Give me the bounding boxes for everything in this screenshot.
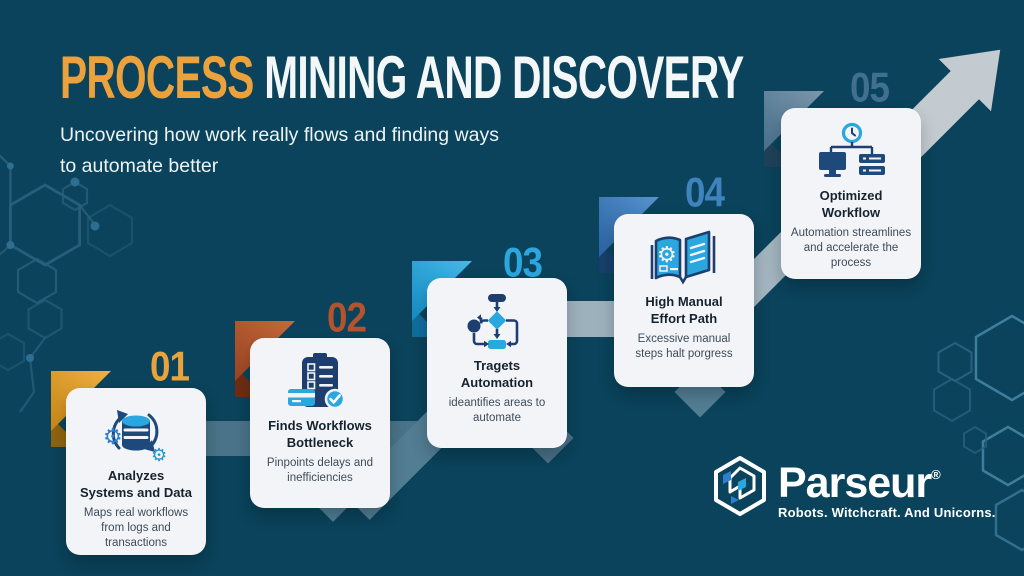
subtitle-line-1: Uncovering how work really flows and fin… <box>60 124 499 146</box>
step-title: Finds Workflows Bottleneck <box>268 418 372 450</box>
svg-text:⚙: ⚙ <box>657 243 677 268</box>
page-title: PROCESS MINING AND DISCOVERY <box>60 47 744 108</box>
title-accent: PROCESS <box>60 43 254 112</box>
page-subtitle: Uncovering how work really flows and fin… <box>60 120 1024 182</box>
brand-logo: Parseur® Robots. Witchcraft. And Unicorn… <box>712 455 996 520</box>
database-sync-icon: ⚙ ⚙ <box>103 410 167 466</box>
brand-text: Parseur® Robots. Witchcraft. And Unicorn… <box>778 455 996 521</box>
step-number-3: 03 <box>503 239 543 287</box>
step-description: Maps real workflows from logs and transa… <box>83 506 189 550</box>
step-card-5: Optimized Workflow Automation streamline… <box>781 108 921 279</box>
clipboard-checklist-icon <box>288 353 346 410</box>
step-description: Pinpoints delays and inefficiencies <box>266 456 374 484</box>
monitor-server-clock-icon <box>819 122 885 177</box>
step-title: Analyzes Systems and Data <box>80 468 192 500</box>
step-description: Automation streamlines and accelerate th… <box>790 226 912 270</box>
svg-text:⚙: ⚙ <box>103 425 123 450</box>
parseur-hexagon-logo-icon <box>714 456 766 516</box>
step-description: ideantifies areas to automate <box>448 396 546 424</box>
step-number-5: 05 <box>850 64 890 112</box>
step-card-4: ⚙ High Manual Effort Path Excessive manu… <box>614 214 754 387</box>
step-number-4: 04 <box>685 169 725 217</box>
svg-text:⚙: ⚙ <box>151 445 167 466</box>
step-card-3: Tragets Automation ideantifies areas to … <box>427 278 567 448</box>
step-title: Optimized Workflow <box>819 188 883 220</box>
step-number-1: 01 <box>150 343 190 391</box>
step-title: High Manual Effort Path <box>645 294 723 326</box>
step-number-2: 02 <box>327 294 367 342</box>
step-card-1: ⚙ ⚙ Analyzes Systems and Data Maps real … <box>66 388 206 555</box>
step-description: Excessive manual steps halt porgress <box>635 332 733 360</box>
brand-tagline: Robots. Witchcraft. And Unicorns. <box>778 505 996 520</box>
flowchart-icon <box>467 294 519 349</box>
step-title: Tragets Automation <box>460 358 534 390</box>
step-card-2: Finds Workflows Bottleneck Pinpoints del… <box>250 338 390 508</box>
title-rest: MINING AND DISCOVERY <box>253 43 744 112</box>
subtitle-line-2: to automate better <box>60 155 219 177</box>
open-book-gear-icon: ⚙ <box>650 230 716 285</box>
registered-mark: ® <box>931 467 941 482</box>
brand-name: Parseur® <box>778 459 941 507</box>
header: PROCESS MINING AND DISCOVERY Uncovering … <box>60 47 1024 182</box>
